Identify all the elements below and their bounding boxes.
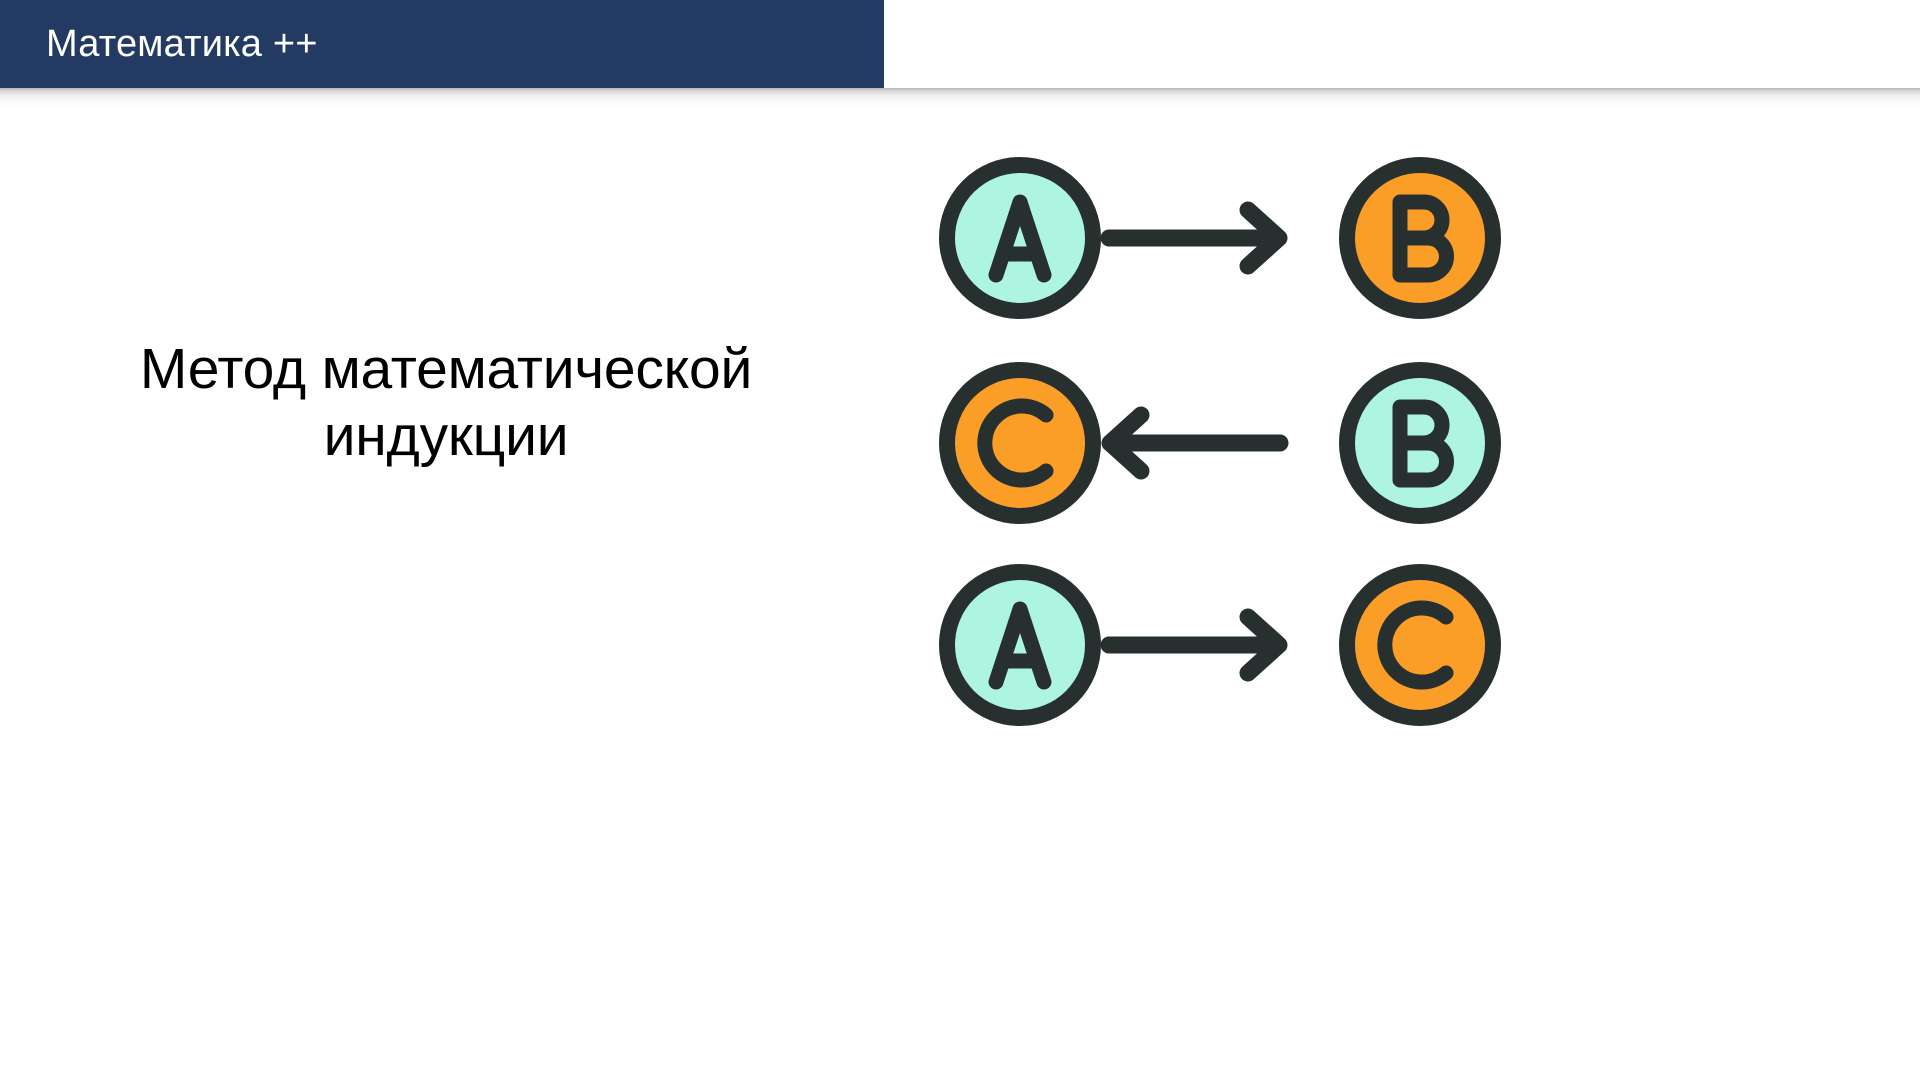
arrow-row2-left (1101, 406, 1289, 480)
node-circle-fill (947, 165, 1093, 311)
node-letter-a (988, 194, 1052, 283)
node-row1-left (939, 157, 1101, 319)
diagram-row-2 (939, 362, 1501, 524)
node-circle-fill (1347, 572, 1493, 718)
arrow-row1-right (1100, 201, 1288, 275)
diagram-row-3 (939, 564, 1501, 726)
arrow-head-icon (1101, 406, 1150, 480)
node-row3-right (1339, 564, 1501, 726)
arrow-head-icon (1239, 608, 1288, 682)
node-row1-right (1339, 157, 1501, 319)
node-letter-c (1377, 600, 1454, 690)
node-row2-left (939, 362, 1101, 524)
diagram-row-1 (939, 157, 1501, 319)
node-letter-c (977, 398, 1054, 488)
page-title: Метод математической индукции (139, 337, 753, 468)
node-circle-ring (1339, 362, 1501, 524)
arrow-row3-right (1100, 608, 1288, 682)
node-circle-ring (1339, 157, 1501, 319)
node-circle-fill (947, 370, 1093, 516)
node-row3-left (939, 564, 1101, 726)
node-circle-ring (939, 157, 1101, 319)
arrow-head-icon (1239, 201, 1288, 275)
node-circle-ring (1339, 564, 1501, 726)
node-letter-b (1392, 399, 1454, 488)
node-circle-fill (947, 572, 1093, 718)
node-letter-a (988, 601, 1052, 690)
node-circle-ring (939, 362, 1101, 524)
node-circle-ring (939, 564, 1101, 726)
header-banner: Математика ++ (0, 0, 884, 88)
header-title: Математика ++ (46, 23, 318, 65)
node-row2-right (1339, 362, 1501, 524)
header-shadow-divider (0, 88, 1920, 110)
node-letter-b (1392, 194, 1454, 283)
implication-diagram (900, 130, 1540, 770)
